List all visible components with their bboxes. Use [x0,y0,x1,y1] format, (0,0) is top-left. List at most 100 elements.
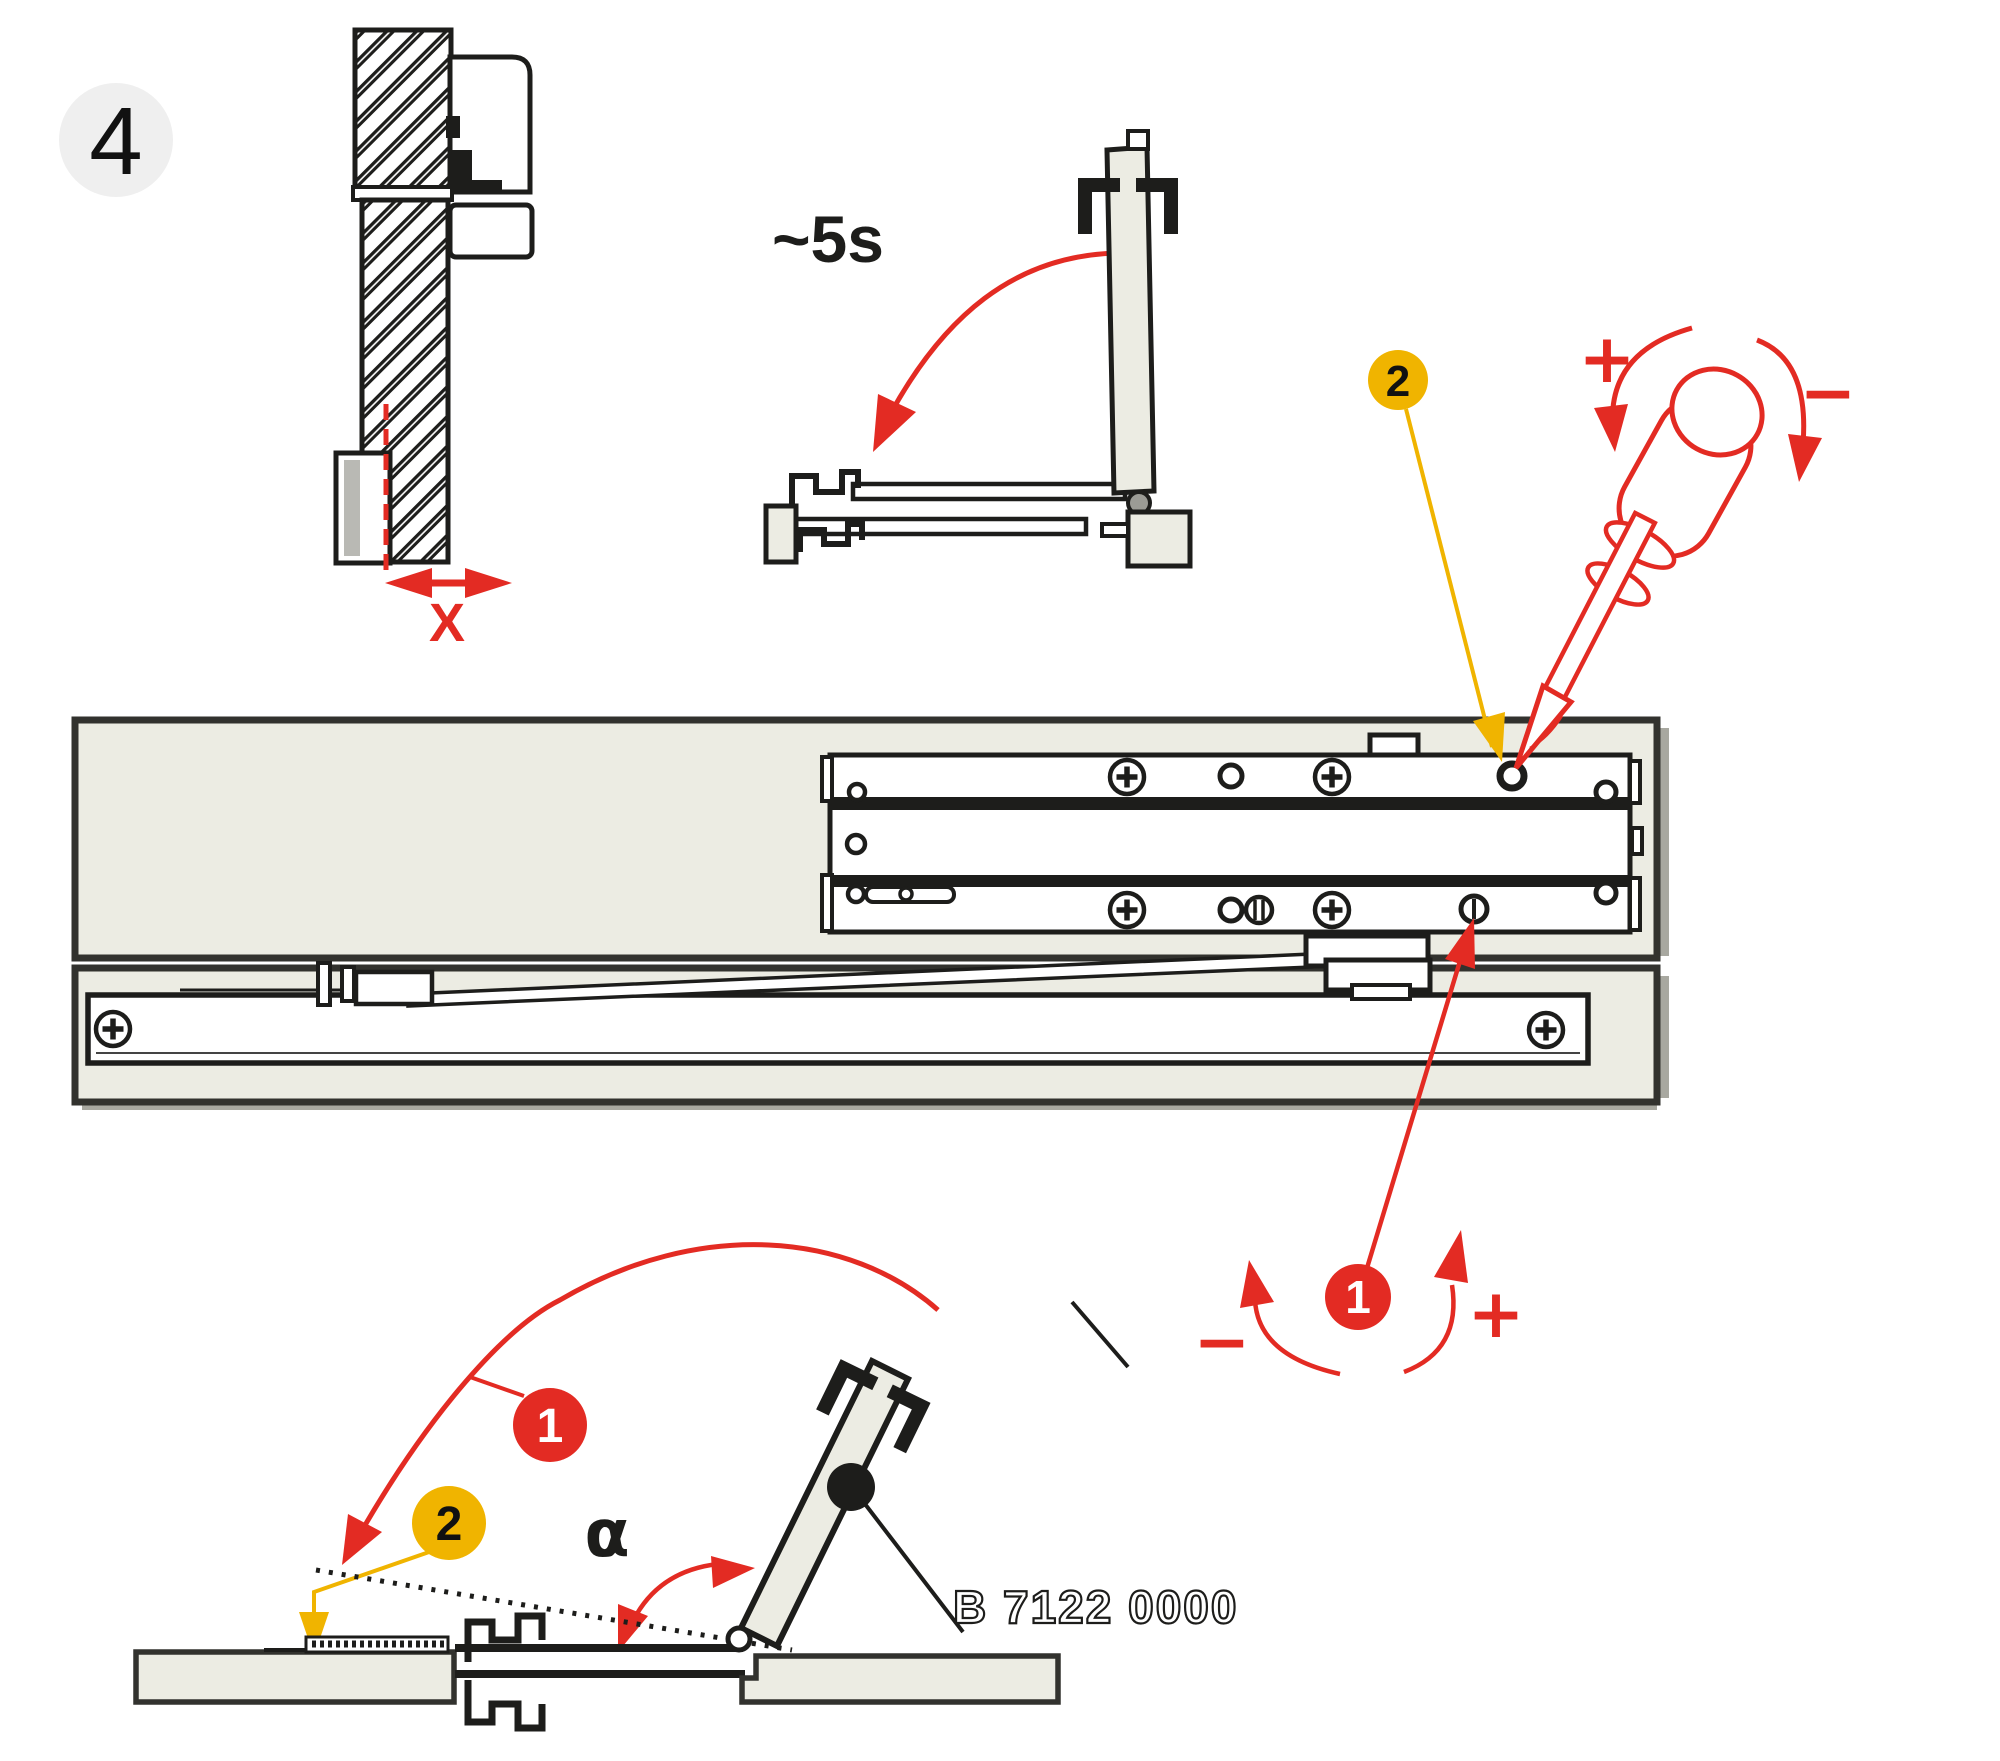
screw-hole [1217,762,1245,790]
slotted-screw [1243,894,1275,926]
arm-bracket-pin [340,965,356,1003]
blade-facet-line [1529,715,1564,750]
arm-bracket [353,969,435,1007]
step-badge: 4 [59,83,173,197]
leader-line [1070,1300,1130,1369]
close-arc-arrowhead [873,394,916,452]
wall-cross-section: X [333,27,535,653]
screw-hole [1217,896,1245,924]
callout-leader [1364,927,1473,1269]
rail-endcap [1628,876,1642,932]
arrow-left-icon [385,568,432,598]
sill-notch [1100,522,1130,538]
angle-arc [622,1561,719,1641]
rail-endcap [1628,759,1642,805]
screw-callout: 1 − + [1194,918,1525,1382]
adjustment-screw-bottom [1458,893,1490,925]
screwdriver-shaft [1537,509,1658,711]
rotate-minus-arrowhead [1240,1260,1274,1308]
rotate-plus-arc [1403,1284,1456,1375]
arrow-right-icon [465,568,512,598]
rail-endcap [820,755,834,803]
rail-endtab [1630,826,1644,856]
phillips-screw [1110,760,1144,794]
rotate-minus-arrowhead [1788,434,1822,482]
dotted-swing-line [315,1567,793,1653]
close-arc [874,250,1119,442]
screw-hole [1593,779,1619,805]
strip-2-number: 2 [436,1498,463,1551]
phillips-screw [1315,893,1349,927]
track-clip-upper [464,1612,546,1662]
arm-bracket-pin [316,961,332,1007]
minus-label: − [1800,354,1857,433]
frame-hook-piece [452,150,502,194]
tilt-door-diagram: 1 2 α B 7122 0000 [133,1242,1238,1732]
swing-arc-arrowhead [342,1514,382,1565]
wall-hatch-upper [352,27,454,191]
callout-2-number: 2 [1386,357,1410,406]
part-number-label: B 7122 0000 [953,1581,1238,1633]
callout-1-circle [1325,1264,1391,1330]
screwdriver-handle-cap [1669,366,1765,458]
callout-1-number: 1 [1345,1271,1371,1323]
callout-arrowhead [1473,712,1505,762]
gap-dimension-label: X [429,593,465,653]
screw-hole [845,883,867,905]
screw-hole [846,781,868,803]
rail-endcap [820,873,834,933]
track-clip-lower [797,521,865,552]
callout-leader [1404,408,1494,748]
pivot-circle [725,1625,753,1653]
frame-profile-lower [447,202,535,260]
angle-arrowhead [618,1604,648,1652]
minus-label: − [1194,1303,1251,1382]
rail-band-lower [830,875,1630,887]
frame-notch [446,116,460,138]
phillips-screw [1110,893,1144,927]
guide-bar [85,992,1591,1066]
rail-band-upper [830,797,1630,810]
track-rail-upper [455,1644,743,1652]
phillips-screw [1315,760,1349,794]
door-panel-closing [1104,144,1157,496]
door-panel-tilted [736,1356,913,1651]
rotate-plus-arrowhead [1594,404,1628,452]
angle-arrowhead [711,1556,755,1588]
step-number: 4 [89,88,142,195]
sill-block-right [739,1653,1061,1705]
swing-1-circle [513,1388,587,1462]
close-time-label: ~5s [772,202,884,276]
sill-stub-left [763,503,799,565]
roller-line [863,1502,965,1634]
angle-label: α [584,1495,629,1572]
screw-hole [1593,880,1619,906]
floor-track-upper [850,481,1128,502]
screwdriver-callout: 2 + − [1368,320,1857,770]
strip-2-circle [412,1486,486,1560]
sill-block-right [1125,509,1193,569]
slider-block-foot [1350,983,1412,1001]
track-clip-lower [464,1680,546,1732]
plus-label: + [1468,1275,1525,1354]
phillips-screw [96,1012,130,1046]
slide-mechanism [71,716,1669,1110]
callout-leader [469,1375,525,1398]
callout-2-circle [1368,350,1428,410]
slot-peg [898,886,914,902]
swing-arc [349,1242,940,1550]
adjustment-screw-top [1496,760,1528,792]
soft-close-diagram: ~5s [763,129,1193,569]
screwdriver-icon [1513,366,1765,770]
gap-dimension-arrow [385,568,512,598]
rotate-plus-arrowhead [1434,1230,1468,1283]
callout-arrowhead [1445,918,1475,969]
sill-block-left [133,1649,457,1705]
track-clip-upper [789,469,861,506]
seal-pocket-inner [344,460,360,556]
callout-leader [312,1549,433,1638]
floor-track-lower [787,516,1089,537]
roller-circle [827,1463,875,1511]
step-badge-circle [59,83,173,197]
